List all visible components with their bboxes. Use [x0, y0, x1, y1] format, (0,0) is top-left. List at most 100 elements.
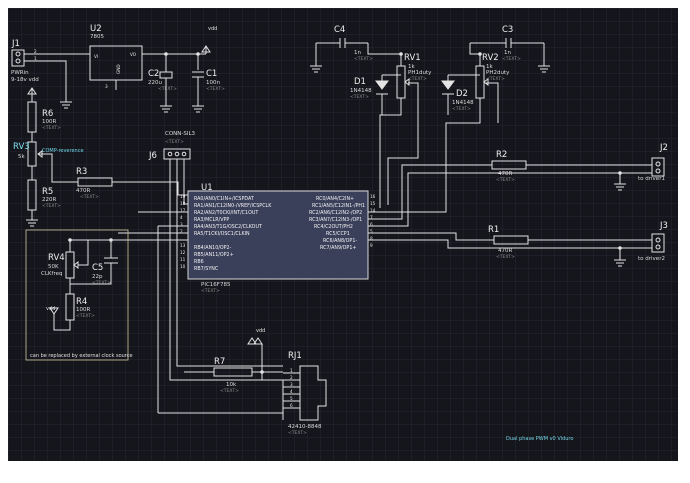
- u2-pin-gnd: GND: [116, 64, 121, 74]
- r2-value: 470R: [498, 171, 512, 177]
- capacitor-c3[interactable]: C3 1n <TEXT>: [470, 25, 544, 62]
- j1-pin-2: 2: [34, 49, 37, 54]
- j1-voltage: 9-18v vdd: [11, 77, 39, 83]
- ground-symbol: [192, 105, 204, 113]
- svg-text:RB6: RB6: [194, 259, 204, 265]
- r1-ref: R1: [488, 225, 499, 235]
- svg-text:9: 9: [370, 243, 373, 248]
- svg-text:3: 3: [290, 382, 293, 387]
- c5-value: 22p: [92, 274, 103, 280]
- connector-j1[interactable]: J1 PWRin 9-18v vdd 2 1: [11, 39, 39, 83]
- clock-source-box[interactable]: can be replaced by external clock source: [25, 229, 133, 361]
- d2-value: 1N4148: [452, 100, 474, 106]
- u2-value: 7805: [90, 34, 104, 40]
- connector-j3[interactable]: J3 to driver2: [638, 221, 668, 262]
- resistor-r1[interactable]: R1 470R <TEXT>: [488, 225, 529, 260]
- svg-text:2: 2: [180, 229, 183, 234]
- d1-text: <TEXT>: [350, 94, 369, 100]
- r6-text: <TEXT>: [42, 125, 61, 131]
- potentiometer-rv2[interactable]: RV2 1k PH2duty <TEXT>: [475, 53, 510, 99]
- rv1-label: PH1duty: [408, 70, 432, 76]
- c2-value: 220u: [148, 80, 162, 86]
- svg-text:RA1/AN1/C12IN0-/VREF/ICSPCLK: RA1/AN1/C12IN0-/VREF/ICSPCLK: [194, 203, 272, 209]
- rv3-label: COMP-reverence: [42, 148, 84, 154]
- c1-ref: C1: [206, 69, 217, 79]
- ground-symbol: [160, 105, 172, 113]
- j6-ref: J6: [148, 151, 157, 161]
- r1-value: 470R: [498, 248, 512, 254]
- capacitor-c1[interactable]: C1 100n <TEXT>: [192, 69, 225, 96]
- svg-text:RC3/AN7/C12IN3-/OP1: RC3/AN7/C12IN3-/OP1: [309, 217, 362, 223]
- d1-value: 1N4148: [350, 88, 372, 94]
- svg-text:RC6/AN8/OP1-: RC6/AN8/OP1-: [323, 238, 357, 244]
- c5-text: <TEXT>: [92, 280, 111, 286]
- svg-text:1: 1: [290, 368, 293, 373]
- resistor-r5[interactable]: R5 220R <TEXT>: [27, 179, 61, 211]
- svg-text:18: 18: [180, 201, 186, 206]
- r7-ref: R7: [214, 357, 225, 367]
- c2-text: <TEXT>: [158, 86, 177, 92]
- connector-rj1[interactable]: RJ1 42410-8848 <TEXT> 1 2 3 4 5 6: [288, 351, 327, 436]
- svg-text:15: 15: [370, 201, 376, 206]
- resistor-r6[interactable]: R6 100R <TEXT>: [27, 101, 61, 133]
- diode-d1[interactable]: D1 1N4148 <TEXT>: [350, 75, 389, 115]
- connector-j2[interactable]: J2 to driver1: [638, 143, 668, 182]
- r6-value: 100R: [42, 119, 56, 125]
- svg-text:RC5/CCP1: RC5/CCP1: [326, 231, 350, 237]
- rv1-text: <TEXT>: [408, 76, 427, 82]
- diode-d2[interactable]: D2 1N4148 <TEXT>: [441, 75, 474, 115]
- j2-ref: J2: [659, 143, 668, 153]
- d1-ref: D1: [354, 77, 366, 87]
- svg-text:RC2/AN6/C12IN2-/OP2: RC2/AN6/C12IN2-/OP2: [309, 210, 362, 216]
- schematic-sheet: J1 PWRin 9-18v vdd 2 1 U2 7805 VI VO GND…: [8, 8, 678, 461]
- u2-pin-vi: VI: [94, 54, 98, 59]
- svg-text:4: 4: [290, 389, 293, 394]
- rv2-text: <TEXT>: [486, 76, 505, 82]
- u1-ref: U1: [201, 183, 213, 193]
- svg-text:12: 12: [180, 250, 186, 255]
- svg-text:5: 5: [290, 396, 293, 401]
- rv4-ref: RV4: [48, 253, 65, 263]
- potentiometer-rv1[interactable]: RV1 1k PH1duty <TEXT>: [396, 53, 432, 99]
- clock-box-note: can be replaced by external clock source: [30, 353, 133, 359]
- potentiometer-rv3[interactable]: RV3 5k COMP-reverence: [13, 141, 84, 167]
- schematic-canvas[interactable]: J1 PWRin 9-18v vdd 2 1 U2 7805 VI VO GND…: [8, 8, 678, 461]
- resistor-r2[interactable]: R2 470R <TEXT>: [491, 150, 527, 183]
- svg-text:RA5/T1CKI/OSC1/CLKIN: RA5/T1CKI/OSC1/CLKIN: [194, 231, 250, 237]
- microcontroller-u1[interactable]: U1 PIC16F785 <TEXT>: [187, 183, 369, 294]
- svg-text:8: 8: [370, 236, 373, 241]
- svg-text:10: 10: [180, 264, 186, 269]
- rv4-value: 50K: [48, 264, 59, 270]
- c4-value: 1n: [354, 50, 361, 56]
- j1-ref: J1: [11, 39, 20, 49]
- ground-symbol: [614, 183, 626, 191]
- svg-text:17: 17: [180, 208, 186, 213]
- svg-text:RC4/C2OUT/PH2: RC4/C2OUT/PH2: [314, 224, 353, 230]
- c4-text: <TEXT>: [354, 56, 373, 62]
- u1-text: <TEXT>: [201, 288, 220, 294]
- svg-text:7: 7: [370, 215, 373, 220]
- rv4-label: CLKfreq: [41, 271, 62, 277]
- rv2-ref: RV2: [482, 53, 499, 63]
- svg-text:RC1/AN5/C12IN1-/PH1: RC1/AN5/C12IN1-/PH1: [312, 203, 365, 209]
- c1-value: 100n: [206, 80, 220, 86]
- svg-text:RA3/MCLR/VPP: RA3/MCLR/VPP: [194, 217, 229, 223]
- j6-value: CONN-SIL3: [165, 131, 196, 137]
- rv2-label: PH2duty: [486, 70, 510, 76]
- svg-text:RB4/AN10/OP2-: RB4/AN10/OP2-: [194, 245, 232, 251]
- c3-value: 1n: [504, 50, 511, 56]
- d2-ref: D2: [456, 89, 468, 99]
- j3-label: to driver2: [638, 256, 665, 262]
- c2-ref: C2: [148, 69, 159, 79]
- j3-ref: J3: [659, 221, 668, 231]
- j1-pin-1: 1: [34, 56, 37, 61]
- j2-label: to driver1: [638, 176, 665, 182]
- capacitor-c4[interactable]: C4 1n <TEXT>: [316, 25, 373, 62]
- r5-text: <TEXT>: [42, 203, 61, 209]
- u2-pin-3: 3: [105, 84, 108, 89]
- u2-pin-vo: VO: [130, 52, 137, 57]
- capacitor-c2[interactable]: C2 220u <TEXT>: [148, 69, 177, 96]
- rj1-ref: RJ1: [288, 351, 302, 361]
- svg-text:16: 16: [370, 194, 376, 199]
- u2-ref: U2: [90, 24, 102, 34]
